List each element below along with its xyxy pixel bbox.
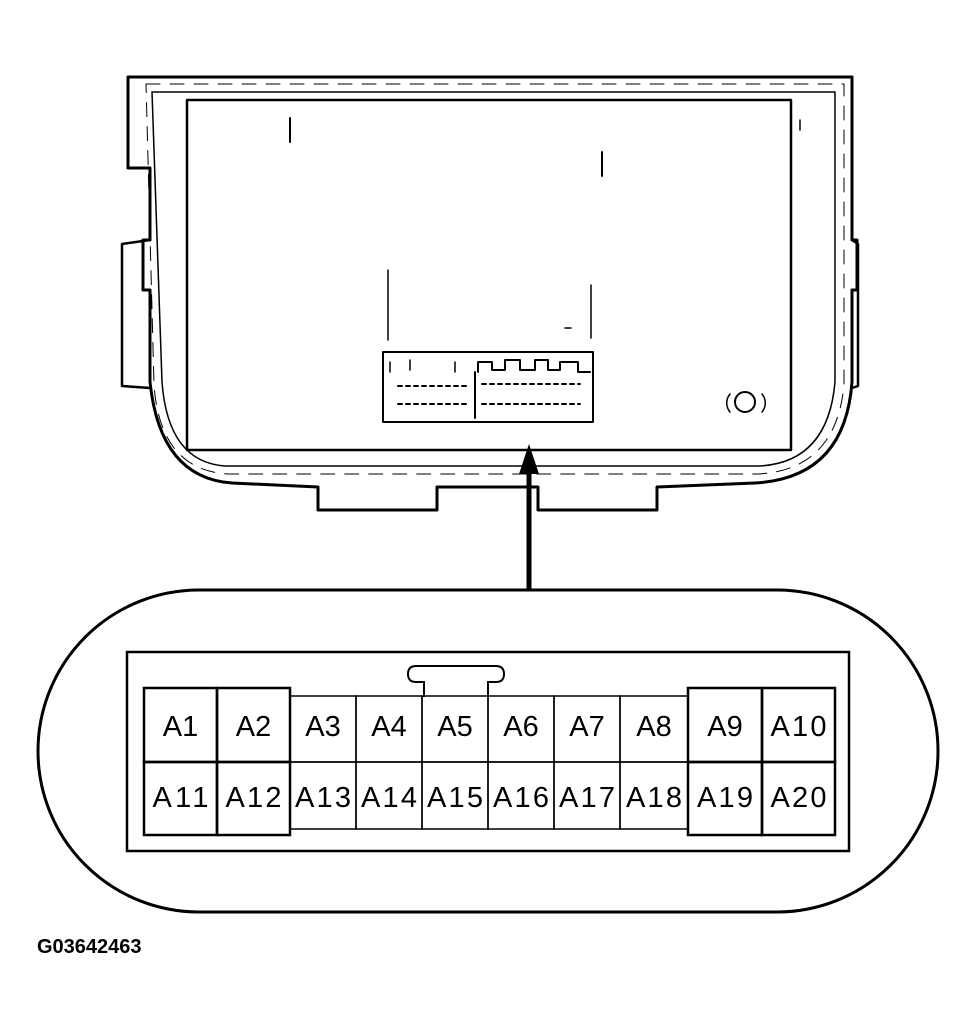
pin-label-a12: A12 [226,782,282,814]
unit-connector [382,351,594,423]
pin-label-a14: A14 [361,782,417,814]
unit-connector-key [477,359,591,373]
control-unit [120,75,860,512]
pin-label-a17: A17 [559,782,615,814]
pin-label-a11: A11 [153,782,209,814]
round-mark-arc [761,393,766,413]
round-mark-arc [726,393,731,413]
pin-label-a5: A5 [437,711,472,743]
pin-label-a19: A19 [697,782,753,814]
pin-label-a4: A4 [371,711,406,743]
unit-inner-frame-dashed [145,83,845,475]
arrow-head-icon [519,444,539,474]
pin-label-a6: A6 [503,711,538,743]
pin-label-a15: A15 [427,782,483,814]
pin-label-a18: A18 [626,782,682,814]
pin-cell-a20 [760,760,837,837]
pin-label-a10: A10 [771,711,827,743]
pin-label-a20: A20 [771,782,827,814]
pin-label-a7: A7 [569,711,604,743]
connector-body [125,650,851,853]
pin-label-a16: A16 [493,782,549,814]
pin-label-a8: A8 [636,711,671,743]
pointer-arrow [519,444,539,590]
connector-lock-tab [406,665,506,697]
rear-panel [185,98,793,452]
pin-label-a1: A1 [163,711,198,743]
left-side-tab [120,238,152,390]
unit-housing [126,75,859,512]
pin-label-a13: A13 [295,782,351,814]
round-mark-icon [734,391,756,413]
pin-label-a3: A3 [305,711,340,743]
connector-callout [36,588,940,914]
pin-label-a2: A2 [236,711,271,743]
pin-label-a9: A9 [707,711,742,743]
figure-id: G03642463 [37,936,142,958]
right-side-tab [850,238,860,390]
unit-inner-frame [151,91,836,467]
